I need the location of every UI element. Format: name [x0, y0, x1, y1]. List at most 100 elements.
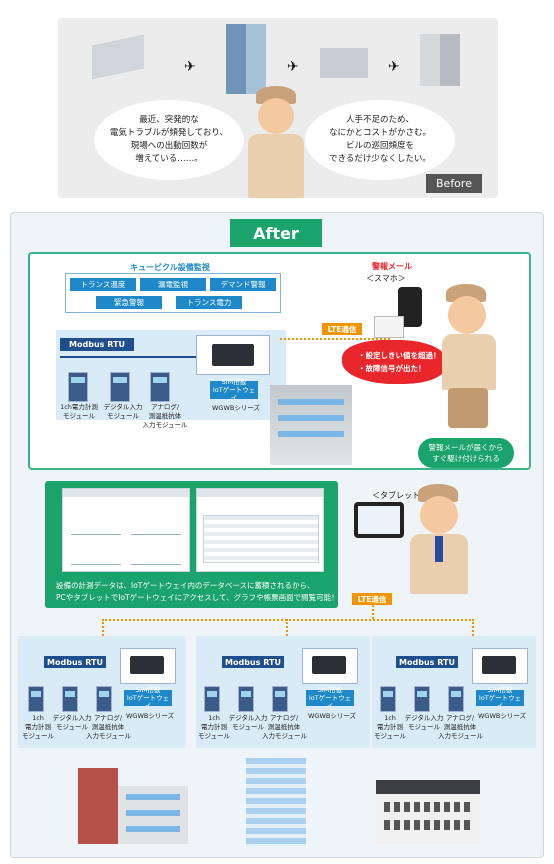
bubble-right-line: ビルの巡回頻度を	[345, 141, 414, 151]
router-icon	[212, 344, 254, 366]
power-meter-module-icon	[204, 686, 220, 712]
worried-worker-illustration	[248, 86, 304, 198]
digital-input-module-icon	[62, 686, 78, 712]
analog-input-module-icon	[448, 686, 464, 712]
green-bubble-line: 警報メールが届くから	[428, 443, 504, 452]
speech-bubble-right: 人手不足のため、 なにかとコストがかさむ。 ビルの巡回頻度を できるだけ少なくし…	[305, 100, 455, 180]
brick-building-icon	[78, 768, 188, 844]
lte-link	[102, 619, 474, 621]
module-label-text: デジタル入力 モジュール	[404, 714, 444, 731]
module-label: アナログ/ 測温抵抗体 入力モジュール	[438, 714, 484, 741]
gateway-tag: SIM搭載 IoTゲートウェイ	[476, 686, 524, 710]
router-icon	[130, 656, 164, 674]
alert-line: ・設定しきい値を超過！	[358, 351, 441, 360]
lte-link	[372, 605, 374, 619]
module-label: アナログ/ 測温抵抗体 入力モジュール	[262, 714, 307, 741]
function-chip: 漏電監視	[140, 278, 206, 291]
after-title: After	[230, 219, 322, 247]
speech-bubble-left: 最近、突発的な 電気トラブルが頻発しており、 現場への出動回数が 増えている………	[94, 100, 244, 180]
digital-input-module-icon	[110, 372, 130, 402]
lte-link	[280, 338, 390, 340]
apartment-building-icon	[420, 34, 460, 86]
factory-building-icon	[320, 48, 368, 78]
alert-mail-device: ＜スマホ＞	[366, 274, 406, 283]
data-viewing-text: 設備の計測データは、IoTゲートウェイ内のデータベースに蓄積されるから、 PCや…	[56, 580, 339, 604]
gateway-tag-line: IoTゲートウェイ	[126, 694, 170, 710]
gateway-tag-line: SIM搭載	[221, 378, 247, 386]
gateway-series: WGWBシリーズ	[212, 404, 261, 412]
router-icon	[482, 656, 516, 674]
alert-burst: ・設定しきい値を超過！ ・故障信号が出た！	[342, 340, 446, 384]
graph-screen	[62, 488, 190, 572]
gateway-tag: SIM搭載 IoTゲートウェイ	[306, 686, 354, 710]
before-tag: Before	[426, 174, 482, 193]
module-label-text: 1ch 電力計測 モジュール	[373, 714, 407, 740]
function-chip: 緊急警報	[96, 296, 162, 309]
running-worker-illustration	[434, 284, 504, 434]
module-label-text: アナログ/ 測温抵抗体 入力モジュール	[86, 714, 132, 740]
module-label: アナログ/ 測温抵抗体 入力モジュール	[140, 403, 190, 430]
function-chip: デマンド警報	[210, 278, 276, 291]
gateway-series: WGWBシリーズ	[126, 712, 175, 720]
digital-input-module-icon	[238, 686, 254, 712]
gateway-tag-line: SIM搭載	[317, 686, 343, 694]
gateway-tag: SIM搭載 IoTゲートウェイ	[210, 378, 258, 402]
lte-label: LTE通信	[322, 323, 362, 335]
green-bubble: 警報メールが届くから すぐ駆け付けられる	[418, 438, 514, 468]
bubble-right-line: できるだけ少なくしたい。	[329, 154, 431, 164]
module-label-text: 1ch電力計測 モジュール	[60, 403, 98, 420]
lte-link	[472, 619, 474, 639]
modbus-rtu-label: Modbus RTU	[44, 656, 106, 668]
module-label: 1ch電力計測 モジュール	[56, 403, 102, 421]
gateway-tag: SIM搭載 IoTゲートウェイ	[124, 686, 172, 710]
gateway-series: WGWBシリーズ	[478, 712, 527, 720]
gateway-tag-line: IoTゲートウェイ	[478, 694, 522, 710]
office-building-icon	[270, 385, 352, 465]
module-label-text: 1ch 電力計測 モジュール	[21, 714, 55, 740]
module-label: アナログ/ 測温抵抗体 入力モジュール	[86, 714, 132, 741]
gateway-tag-line: SIM搭載	[487, 686, 513, 694]
router-icon	[312, 656, 346, 674]
module-label: デジタル入力 モジュール	[404, 714, 444, 732]
green-bubble-line: すぐ駆け付けられる	[432, 454, 500, 463]
module-label-text: アナログ/ 測温抵抗体 入力モジュール	[438, 714, 484, 740]
running-person-icon: ✈	[184, 59, 196, 75]
glass-tower-icon	[246, 758, 306, 846]
cheering-worker-illustration	[404, 484, 474, 594]
bubble-left-line: 最近、突発的な	[139, 115, 199, 125]
gateway-tag-line: SIM搭載	[135, 686, 161, 694]
data-viewing-line: 設備の計測データは、IoTゲートウェイ内のデータベースに蓄積されるから、	[56, 581, 315, 590]
module-label-text: デジタル入力 モジュール	[52, 714, 92, 731]
power-meter-module-icon	[68, 372, 88, 402]
analog-input-module-icon	[272, 686, 288, 712]
report-screen	[196, 488, 324, 572]
analog-input-module-icon	[96, 686, 112, 712]
running-person-icon: ✈	[388, 59, 400, 75]
module-label-text: デジタル入力 モジュール	[103, 403, 143, 420]
modbus-rtu-label: Modbus RTU	[396, 656, 458, 668]
tablet-label: ＜タブレット＞	[372, 491, 428, 500]
gateway-tag-line: IoTゲートウェイ	[212, 386, 256, 402]
module-label: 1ch 電力計測 モジュール	[372, 714, 408, 741]
module-label: デジタル入力 モジュール	[228, 714, 268, 732]
alert-mail-title: 警報メール	[372, 262, 412, 271]
monitoring-title: キュービクル設備監視	[130, 263, 210, 272]
bubble-left-line: 現場への出動回数が	[130, 141, 208, 151]
digital-input-module-icon	[414, 686, 430, 712]
modbus-rtu-label: Modbus RTU	[222, 656, 284, 668]
module-label: デジタル入力 モジュール	[52, 714, 92, 732]
envelope-icon	[374, 316, 404, 338]
function-chip: トランス温度	[70, 278, 136, 291]
modbus-rtu-label: Modbus RTU	[60, 338, 134, 351]
module-label: デジタル入力 モジュール	[100, 403, 146, 421]
lte-label: LTE通信	[352, 593, 392, 605]
module-label-text: 1ch 電力計測 モジュール	[197, 714, 231, 740]
module-label-text: アナログ/ 測温抵抗体 入力モジュール	[142, 403, 188, 429]
gray-building-icon	[376, 780, 480, 844]
gateway-series: WGWBシリーズ	[308, 712, 357, 720]
gateway-tag-line: IoTゲートウェイ	[308, 694, 352, 710]
analog-input-module-icon	[150, 372, 170, 402]
power-meter-module-icon	[28, 686, 44, 712]
module-label: 1ch 電力計測 モジュール	[20, 714, 56, 741]
data-viewing-line: PCやタブレットでIoTゲートウェイにアクセスして、グラフや帳票画面で閲覧可能！	[56, 593, 339, 602]
